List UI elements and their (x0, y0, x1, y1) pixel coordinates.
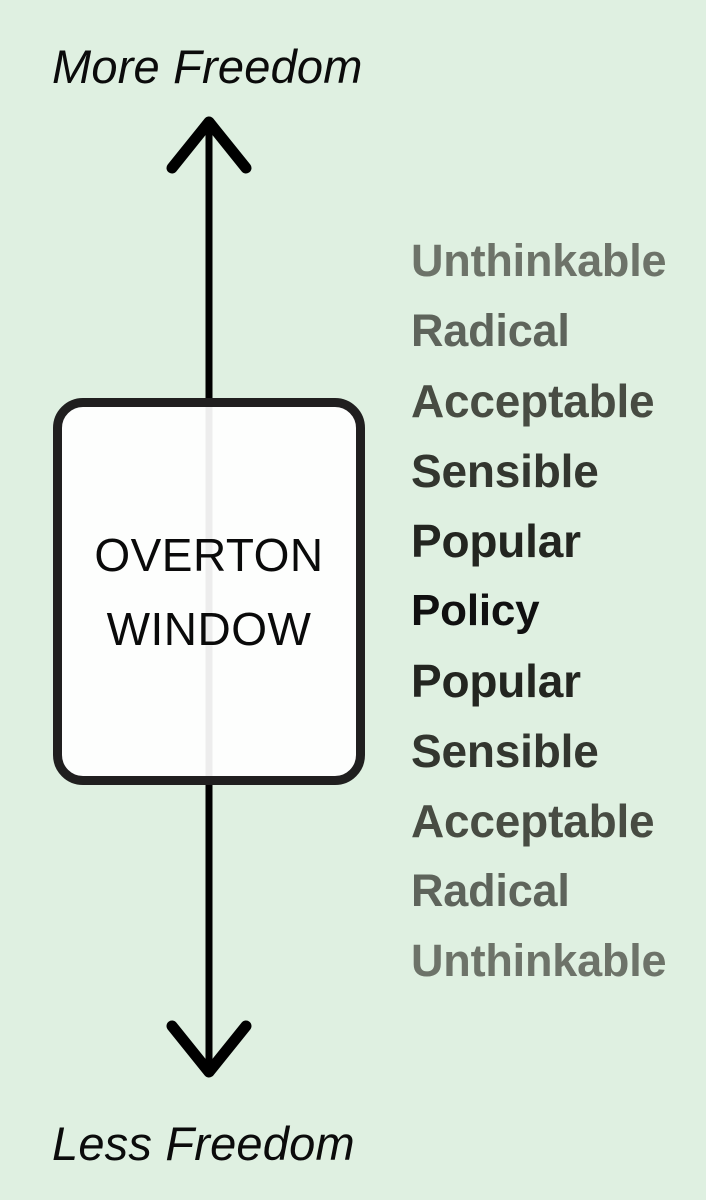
more-freedom-label: More Freedom (52, 40, 363, 93)
spectrum-item-policy: Policy (411, 586, 540, 635)
spectrum-item-sensible-bottom: Sensible (411, 725, 599, 777)
spectrum-item-unthinkable-bottom: Unthinkable (411, 935, 667, 986)
acceptability-spectrum-list: Unthinkable Radical Acceptable Sensible … (411, 226, 691, 996)
spectrum-item-popular-top: Popular (411, 515, 581, 567)
spectrum-item-radical-bottom: Radical (411, 865, 570, 916)
arrowhead-up-icon (166, 116, 252, 174)
spectrum-item-acceptable-bottom: Acceptable (411, 795, 655, 847)
overton-window-title-line-2: WINDOW (106, 602, 312, 655)
spectrum-item-acceptable-top: Acceptable (411, 375, 655, 427)
overton-window-title-line-1: OVERTON (94, 528, 324, 581)
arrowhead-down-icon (166, 1020, 252, 1078)
less-freedom-label: Less Freedom (52, 1117, 355, 1170)
spectrum-item-radical-top: Radical (411, 305, 570, 356)
spectrum-item-unthinkable-top: Unthinkable (411, 235, 667, 286)
spectrum-item-popular-bottom: Popular (411, 655, 581, 707)
overton-window-box: OVERTON WINDOW (53, 398, 365, 785)
spectrum-item-sensible-top: Sensible (411, 445, 599, 497)
